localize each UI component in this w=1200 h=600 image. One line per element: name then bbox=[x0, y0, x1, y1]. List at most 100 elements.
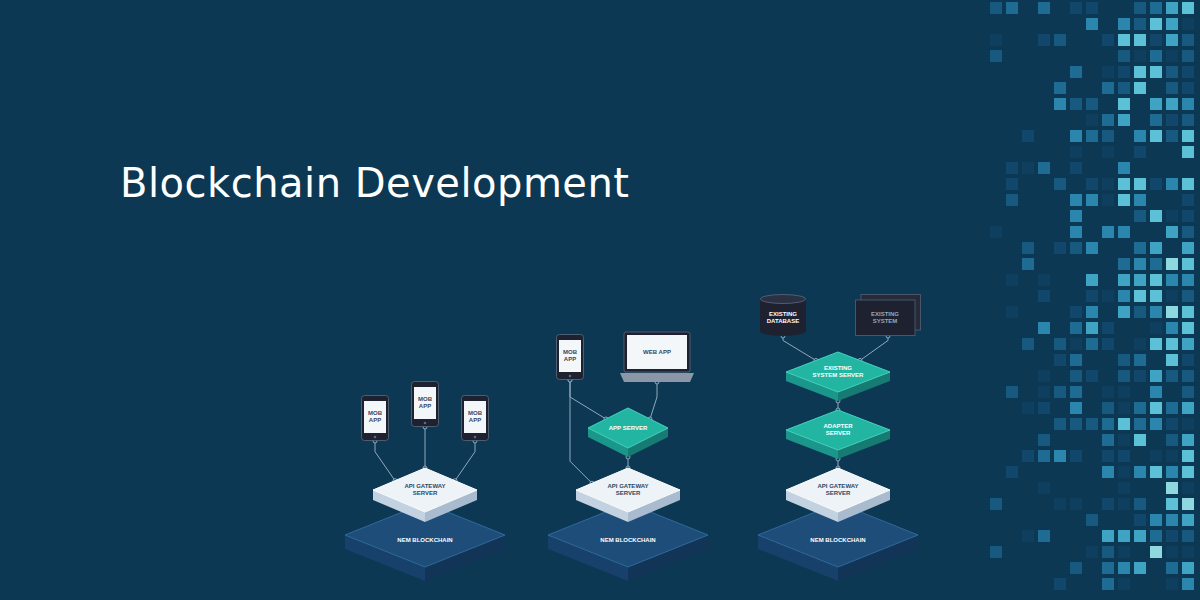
node-label: MOB APP bbox=[466, 410, 484, 424]
mosaic-tile bbox=[1166, 562, 1178, 574]
mosaic-tile bbox=[1166, 274, 1178, 286]
node-label: EXISTING DATABASE bbox=[765, 311, 801, 325]
mosaic-tile bbox=[1166, 114, 1178, 126]
mosaic-tile bbox=[1150, 66, 1162, 78]
mosaic-tile bbox=[1166, 450, 1178, 462]
mosaic-tile bbox=[1054, 98, 1066, 110]
mosaic-tile bbox=[1150, 18, 1162, 30]
mosaic-tile bbox=[1070, 194, 1082, 206]
mosaic-tile bbox=[990, 498, 1002, 510]
mosaic-tile bbox=[1166, 530, 1178, 542]
mosaic-tile bbox=[1086, 514, 1098, 526]
mosaic-tile bbox=[1054, 242, 1066, 254]
node-label: WEB APP bbox=[643, 349, 671, 356]
mosaic-tile bbox=[1134, 50, 1146, 62]
mosaic-tile bbox=[1118, 290, 1130, 302]
mosaic-tile bbox=[1118, 18, 1130, 30]
mosaic-tile bbox=[1166, 290, 1178, 302]
mosaic-tile bbox=[1118, 114, 1130, 126]
mosaic-tile bbox=[1038, 402, 1050, 414]
mosaic-tile bbox=[1038, 370, 1050, 382]
laptop-shape bbox=[620, 332, 694, 382]
mosaic-tile bbox=[1134, 242, 1146, 254]
mosaic-tile bbox=[1022, 162, 1034, 174]
mosaic-tile bbox=[1166, 130, 1178, 142]
mobile-device: MOB APP bbox=[461, 395, 489, 441]
mosaic-tile bbox=[1150, 386, 1162, 398]
mosaic-tile bbox=[1038, 434, 1050, 446]
mosaic-tile bbox=[1134, 130, 1146, 142]
mosaic-tile bbox=[1054, 498, 1066, 510]
mosaic-tile bbox=[1070, 370, 1082, 382]
phone-screen bbox=[364, 401, 386, 433]
mosaic-tile bbox=[1086, 546, 1098, 558]
mosaic-tile bbox=[1134, 178, 1146, 190]
mosaic-tile bbox=[1166, 258, 1178, 270]
mosaic-tile bbox=[1086, 290, 1098, 302]
mosaic-tile bbox=[1118, 466, 1130, 478]
mosaic-tile bbox=[1038, 2, 1050, 14]
mosaic-tile bbox=[1102, 66, 1114, 78]
mosaic-tile bbox=[1166, 98, 1178, 110]
mosaic-tile bbox=[1182, 514, 1194, 526]
mosaic-tile bbox=[1150, 322, 1162, 334]
mosaic-tile bbox=[1086, 2, 1098, 14]
phone-body bbox=[412, 382, 439, 427]
mosaic-tile bbox=[1070, 354, 1082, 366]
mosaic-tile bbox=[1102, 146, 1114, 158]
mosaic-tile bbox=[1150, 402, 1162, 414]
mosaic-tile bbox=[1182, 210, 1194, 222]
mosaic-tile bbox=[1134, 434, 1146, 446]
server-slab: ADAPTER SERVER bbox=[786, 410, 890, 459]
mosaic-tile bbox=[1134, 18, 1146, 30]
mosaic-tile bbox=[1182, 338, 1194, 350]
slab-top bbox=[786, 410, 890, 450]
mosaic-tile bbox=[1006, 2, 1018, 14]
mosaic-tile bbox=[1038, 386, 1050, 398]
mosaic-tile bbox=[1134, 370, 1146, 382]
mosaic-tile bbox=[1150, 98, 1162, 110]
mosaic-tile bbox=[1086, 370, 1098, 382]
mosaic-tile bbox=[1182, 402, 1194, 414]
mosaic-tile bbox=[1102, 290, 1114, 302]
mosaic-tile bbox=[1182, 530, 1194, 542]
mosaic-tile bbox=[1134, 2, 1146, 14]
mosaic-tile bbox=[1166, 354, 1178, 366]
page-title: Blockchain Development bbox=[120, 160, 630, 206]
phone-button bbox=[374, 436, 377, 439]
mosaic-tile bbox=[1182, 258, 1194, 270]
mosaic-tile bbox=[1022, 450, 1034, 462]
mobile-device: MOB APP bbox=[411, 381, 439, 427]
mosaic-tile bbox=[1022, 258, 1034, 270]
mosaic-tile bbox=[1102, 386, 1114, 398]
mosaic-tile bbox=[1102, 34, 1114, 46]
connector-line bbox=[455, 441, 475, 481]
mosaic-tile bbox=[1102, 178, 1114, 190]
mosaic-tile bbox=[1134, 194, 1146, 206]
mosaic-tile bbox=[1134, 530, 1146, 542]
mosaic-tile bbox=[1134, 466, 1146, 478]
mosaic-tile bbox=[1182, 562, 1194, 574]
mosaic-tile bbox=[1182, 34, 1194, 46]
mosaic-tile bbox=[1006, 386, 1018, 398]
mosaic-tile bbox=[1166, 66, 1178, 78]
mosaic-tile bbox=[1134, 82, 1146, 94]
node-label: MOB APP bbox=[561, 349, 579, 363]
mosaic-tile bbox=[1134, 418, 1146, 430]
mosaic-tile bbox=[1102, 338, 1114, 350]
mosaic-tile bbox=[1118, 162, 1130, 174]
mosaic-tile bbox=[1182, 98, 1194, 110]
connector-line bbox=[783, 336, 816, 360]
node-label: NEM BLOCKCHAIN bbox=[397, 537, 452, 544]
mosaic-tile bbox=[1182, 546, 1194, 558]
mosaic-tile bbox=[1118, 34, 1130, 46]
mosaic-tile bbox=[1182, 146, 1194, 158]
mosaic-tile bbox=[1038, 482, 1050, 494]
server-slab: API GATEWAY SERVER bbox=[373, 468, 477, 522]
mosaic-tile bbox=[1182, 242, 1194, 254]
node-label: EXISTING SYSTEM SERVER bbox=[811, 365, 865, 379]
mosaic-tile bbox=[1022, 130, 1034, 142]
mosaic-tile bbox=[1150, 274, 1162, 286]
mosaic-tile bbox=[1054, 178, 1066, 190]
